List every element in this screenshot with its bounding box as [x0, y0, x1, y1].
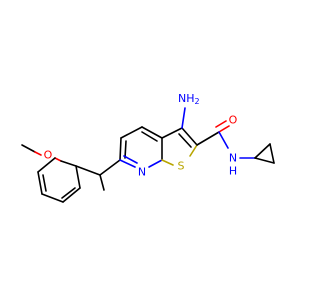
- amino-bond: [181, 107, 186, 129]
- carbonyl-bond-b: [215, 120, 227, 128]
- sulfur-label: S: [178, 160, 185, 173]
- cyclopropyl-bond-1: [254, 143, 271, 159]
- amino-label: NH2: [178, 92, 200, 106]
- molecule-structure: O N S NH2: [21, 92, 275, 203]
- amino-subscript: 2: [195, 97, 200, 106]
- pyridine-bond-6-inner: [123, 155, 138, 164]
- pyridine-bond-1: [119, 137, 122, 161]
- phenyl-bond-1: [75, 165, 81, 189]
- pyridine-bond-5: [148, 159, 163, 168]
- carbonyl-oxygen-label: O: [229, 114, 238, 127]
- pyridine-nitrogen-label: N: [138, 166, 146, 179]
- cyclopropyl-bond-3: [254, 157, 275, 164]
- amide-nitrogen-label: N: [229, 152, 237, 165]
- ether-bond-a: [34, 151, 42, 156]
- methyl-bond: [21, 144, 36, 153]
- thiophene-bond-3: [189, 144, 198, 157]
- phenyl-bond-4-inner: [42, 174, 47, 192]
- phenyl-bond-2: [62, 187, 81, 203]
- phenyl-ring: [37, 157, 105, 203]
- phenyl-bond-3: [41, 193, 64, 203]
- pyridine-bond-1-inner: [124, 140, 127, 159]
- ether-bond-c: [60, 160, 77, 167]
- phenyl-bond-5: [37, 157, 56, 173]
- pyridine-bond-3-inner: [141, 131, 158, 142]
- biaryl-bond: [99, 159, 121, 176]
- thiophene-ring: S: [161, 127, 198, 173]
- carboxamide-bond: [196, 131, 220, 146]
- phenyl-bond-2-inner: [61, 187, 76, 199]
- thiophene-bond-2-inner: [178, 133, 192, 148]
- amide-hydrogen-label: H: [229, 165, 237, 178]
- phenyl-bond-6: [75, 165, 101, 176]
- cyclopropyl-group: [239, 143, 275, 164]
- pyridine-bond-6: [119, 159, 136, 168]
- carboxamide-group: O N H: [196, 114, 238, 178]
- phenyl-bond-4: [37, 171, 43, 195]
- cyclopropyl-bond-2: [269, 143, 275, 164]
- pyridine-bond-3: [141, 126, 163, 139]
- amino-group: NH2: [178, 92, 200, 129]
- amide-bond: [218, 131, 229, 149]
- amino-text: NH: [178, 92, 195, 105]
- pyridine-bond-2: [120, 126, 143, 139]
- pyridine-ring: N: [99, 126, 163, 179]
- phenyl-bond-7: [99, 174, 105, 191]
- methoxy-group: O: [21, 144, 77, 167]
- ether-oxygen-label: O: [44, 149, 53, 162]
- ether-bond-b: [54, 157, 62, 162]
- thiophene-bond-2: [181, 127, 198, 146]
- carbonyl-bond-a: [218, 125, 230, 133]
- thiophene-bond-1: [161, 127, 183, 139]
- thiophene-bond-4: [161, 159, 174, 166]
